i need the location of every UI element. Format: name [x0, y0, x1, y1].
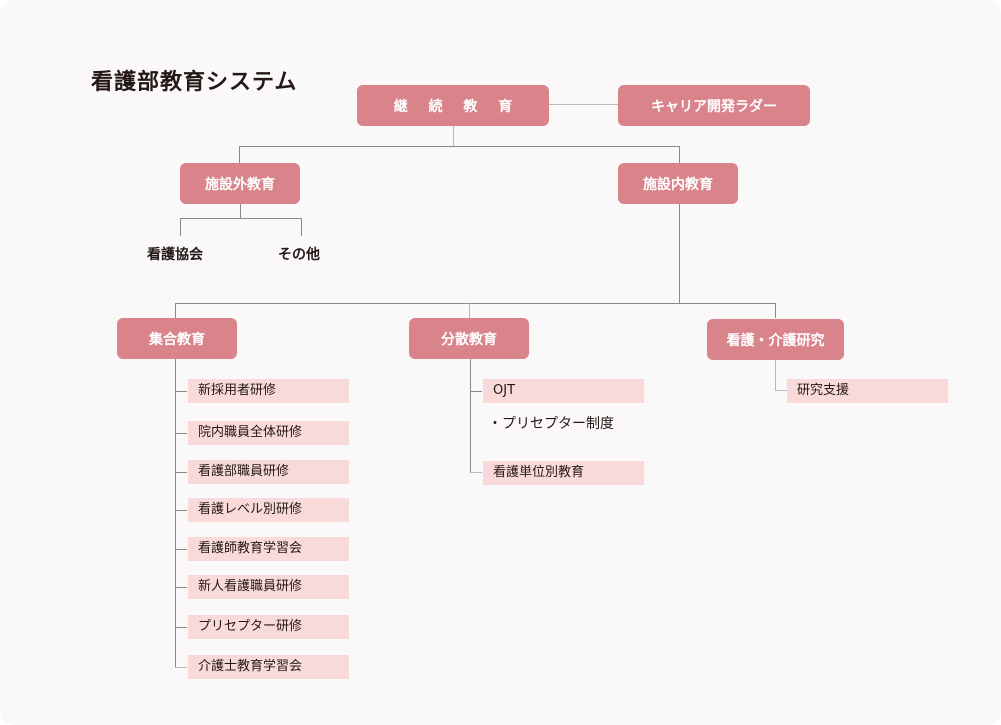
node-research[interactable]: 看護・介護研究 — [707, 319, 844, 360]
node-continuing-education[interactable]: 継 続 教 育 — [357, 85, 549, 126]
connector-group1-item — [175, 549, 187, 550]
connector-group3-item — [775, 390, 787, 391]
connector-to-group3 — [775, 303, 776, 318]
connector-external-bar — [180, 218, 302, 219]
connector-external-left — [180, 218, 181, 236]
list-item[interactable]: 看護レベル別研修 — [188, 498, 349, 522]
connector-to-group2 — [469, 303, 470, 318]
node-external-education[interactable]: 施設外教育 — [180, 163, 300, 204]
connector-group1-item — [175, 667, 187, 668]
connector-to-external — [239, 146, 240, 163]
connector-level2-bar — [175, 303, 775, 304]
list-item[interactable]: 新人看護職員研修 — [188, 575, 349, 599]
node-group-training[interactable]: 集合教育 — [117, 318, 237, 359]
connector-group3-spine — [775, 359, 776, 391]
connector-group1-item — [175, 433, 187, 434]
connector-internal-down — [679, 204, 680, 304]
list-item[interactable]: 院内職員全体研修 — [188, 421, 349, 445]
list-item[interactable]: 介護士教育学習会 — [188, 655, 349, 679]
connector-external-right — [301, 218, 302, 236]
connector-to-internal — [679, 146, 680, 163]
connector-group1-item — [175, 510, 187, 511]
leaf-nursing-association: 看護協会 — [147, 247, 203, 263]
connector-level1-bar — [239, 146, 680, 147]
preceptor-system-note: ・プリセプター制度 — [488, 416, 614, 432]
node-career-ladder[interactable]: キャリア開発ラダー — [618, 85, 810, 126]
connector-group2-item — [470, 472, 482, 473]
connector-group1-spine — [175, 358, 176, 668]
connector-root-down — [453, 126, 454, 146]
connector-root-ladder — [548, 104, 618, 105]
list-item[interactable]: 看護師教育学習会 — [188, 537, 349, 561]
list-item[interactable]: 看護単位別教育 — [483, 461, 644, 485]
connector-group1-item — [175, 391, 187, 392]
connector-external-down — [240, 204, 241, 218]
connector-group2-spine — [470, 358, 471, 473]
leaf-other: その他 — [278, 247, 320, 263]
list-item-ojt[interactable]: OJT — [483, 379, 644, 403]
connector-group1-item — [175, 472, 187, 473]
connector-to-group1 — [175, 303, 176, 318]
page-title: 看護部教育システム — [91, 70, 298, 95]
connector-group1-item — [175, 587, 187, 588]
connector-group2-item — [470, 391, 482, 392]
list-item[interactable]: プリセプター研修 — [188, 615, 349, 639]
node-internal-education[interactable]: 施設内教育 — [618, 163, 738, 204]
connector-group1-item — [175, 627, 187, 628]
node-distributed-training[interactable]: 分散教育 — [409, 318, 529, 359]
list-item[interactable]: 新採用者研修 — [188, 379, 349, 403]
list-item-research-support[interactable]: 研究支援 — [787, 379, 948, 403]
list-item[interactable]: 看護部職員研修 — [188, 460, 349, 484]
